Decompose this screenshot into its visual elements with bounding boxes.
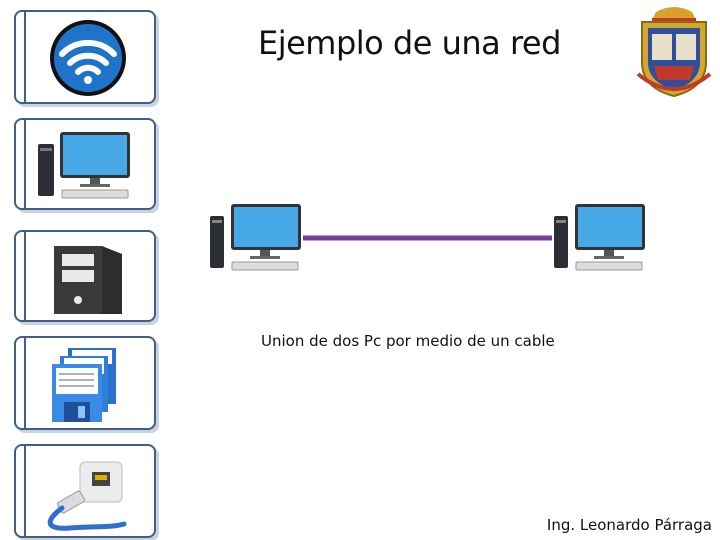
diagram-caption: Union de dos Pc por medio de un cable — [261, 332, 555, 350]
server-tower-icon — [54, 246, 122, 314]
pc-left — [210, 204, 301, 271]
university-seal-logo — [636, 7, 712, 98]
sidebar-tile-computer[interactable] — [14, 118, 156, 210]
sidebar-tile-server[interactable] — [14, 230, 156, 322]
pc-right — [554, 204, 645, 271]
slide-title: Ejemplo de una red — [258, 24, 561, 62]
sidebar-tile-documents[interactable] — [14, 336, 156, 430]
network-diagram — [210, 204, 645, 271]
network-cable-icon — [47, 461, 127, 531]
author-credit: Ing. Leonardo Párraga — [546, 516, 712, 534]
desktop-computer-icon — [38, 132, 130, 199]
sidebar-tile-cable[interactable] — [14, 444, 156, 538]
wifi-icon — [50, 20, 126, 96]
sidebar-tile-wifi[interactable] — [14, 10, 156, 104]
documents-floppy-icon — [52, 348, 116, 422]
